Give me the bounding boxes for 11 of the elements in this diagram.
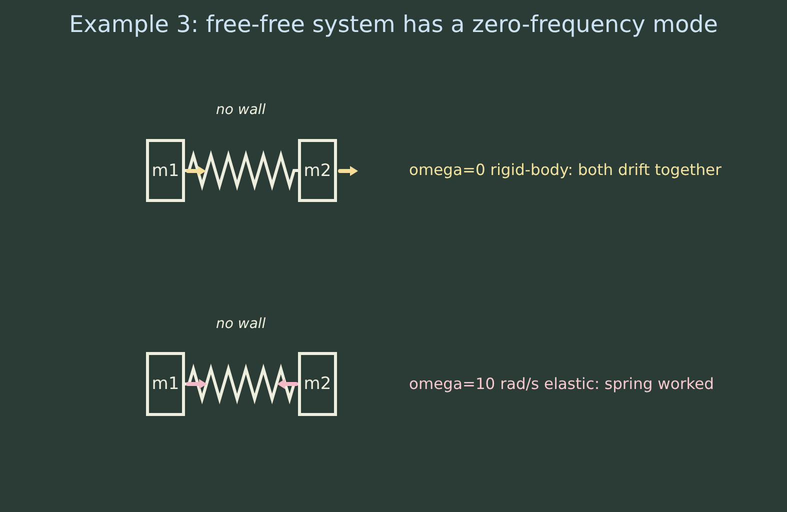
note-text: no wall: [216, 315, 266, 334]
mass-box: m1: [146, 352, 185, 416]
diagram-title: Example 3: free-free system has a zero-frequency mode: [69, 12, 718, 38]
note-text: no wall: [216, 101, 266, 120]
mode-description: omega=0 rigid-body: both drift together: [409, 160, 722, 180]
mode-description: omega=10 rad/s elastic: spring worked: [409, 374, 714, 394]
spring: [184, 150, 298, 191]
mass-box: m2: [298, 139, 337, 202]
mass-box: m1: [146, 139, 185, 202]
spring: [184, 364, 298, 404]
mass-box: m2: [298, 352, 337, 416]
